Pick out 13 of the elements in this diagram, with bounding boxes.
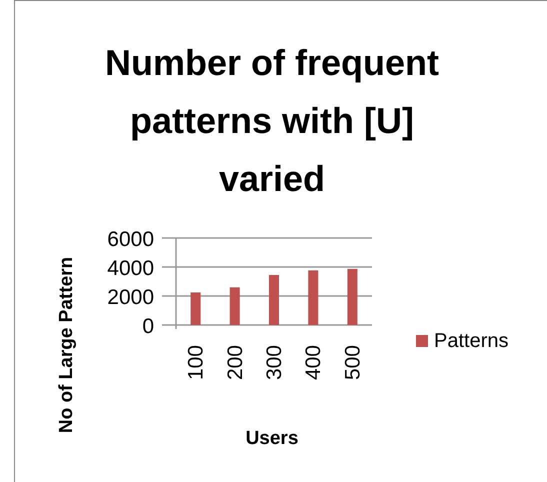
legend-label: Patterns xyxy=(434,330,508,352)
tick-label: 4000 xyxy=(107,257,154,280)
category-label: 400 xyxy=(302,345,326,380)
category-label: 300 xyxy=(263,345,286,380)
tick-label: 2000 xyxy=(107,286,154,309)
category-label: 500 xyxy=(341,345,364,380)
chart-title: Number of frequent patterns with [U] varied xyxy=(104,41,440,201)
tick-label: 6000 xyxy=(107,228,154,251)
tick-label: 0 xyxy=(142,315,154,338)
axis-title: Users xyxy=(246,428,298,449)
category-label: 100 xyxy=(184,345,208,380)
axis-title: No of Large Pattern xyxy=(56,256,77,434)
category-label: 200 xyxy=(224,345,247,380)
